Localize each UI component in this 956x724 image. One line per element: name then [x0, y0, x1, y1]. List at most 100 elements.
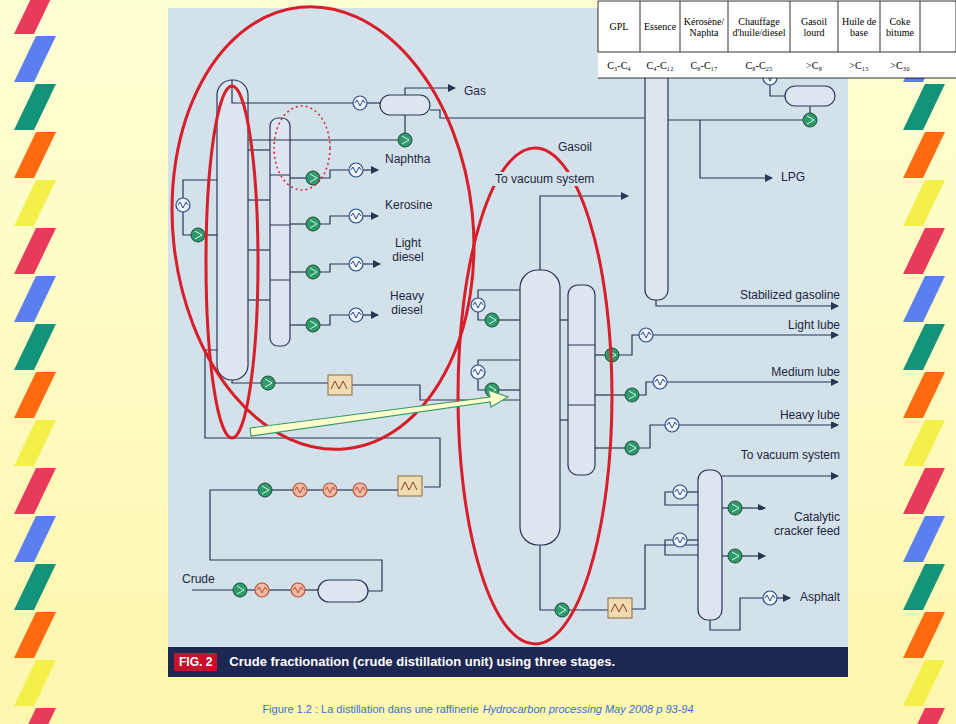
figure-caption: Figure 1.2 : La distillation dans une ra… — [262, 703, 478, 715]
pump-mark — [629, 444, 636, 452]
pump-mark — [310, 268, 317, 276]
pipe — [248, 199, 270, 200]
stripe — [14, 612, 56, 658]
product-arrow — [363, 215, 378, 216]
furnace-symbol — [398, 476, 422, 496]
pipe — [232, 80, 353, 103]
stream-label: Medium lube — [769, 365, 842, 379]
table-rule — [598, 78, 956, 79]
stripe — [903, 564, 945, 610]
product-arrow — [742, 555, 765, 556]
heat-exchanger-symbol — [293, 483, 307, 497]
pipe — [248, 139, 398, 140]
pipe — [687, 491, 698, 492]
heat-exchanger-symbol — [353, 96, 367, 110]
pump-mark — [262, 486, 269, 494]
exchanger-mark — [351, 261, 361, 267]
heat-exchanger-symbol — [176, 198, 190, 212]
stripe-decoration — [14, 0, 945, 724]
pump-mark — [310, 220, 317, 228]
pipe — [595, 394, 625, 395]
stripe — [903, 228, 945, 274]
stream-label: Naphtha — [383, 152, 432, 166]
pump-symbol — [555, 603, 569, 617]
table-grid — [598, 1, 956, 78]
exchanger-mark — [667, 422, 677, 428]
pump-mark — [559, 606, 566, 614]
stripe — [903, 516, 945, 562]
pipes — [183, 48, 838, 630]
furnace-symbol — [608, 598, 632, 618]
pump-mark — [629, 391, 636, 399]
stripe — [14, 228, 56, 274]
pump-mark — [732, 552, 739, 560]
pipe — [290, 324, 306, 325]
product-arrow — [363, 314, 378, 315]
table-header-cell: Essence — [640, 2, 680, 51]
pipe — [478, 312, 485, 320]
stripe — [14, 660, 56, 706]
pump-symbol — [191, 228, 205, 242]
table-cell: C₈-C₁₇ — [680, 53, 728, 77]
exchanger-mark — [675, 489, 685, 495]
figure-number: FIG. 2 — [179, 655, 212, 669]
stripe — [14, 276, 56, 322]
table-rule — [838, 1, 839, 52]
pump-mark — [195, 231, 202, 239]
stream-label: Stabilized gasoline — [738, 288, 842, 302]
stream-label: Kerosine — [383, 198, 434, 212]
exchanger-mark — [293, 587, 303, 593]
pipe — [290, 177, 306, 178]
pipe — [478, 290, 520, 298]
stripe — [14, 180, 56, 226]
table-rule — [680, 1, 681, 52]
pipe — [560, 419, 568, 420]
product-arrow — [700, 120, 772, 178]
pump-symbol — [803, 113, 817, 127]
pipe — [320, 216, 349, 224]
stripe — [903, 324, 945, 370]
table-header-cell: GPL — [598, 2, 640, 51]
table-header-cell: Chauffage d'huile/diesel — [728, 2, 790, 51]
pipe — [687, 539, 698, 540]
pipe — [183, 212, 191, 235]
table-header-cell: Kérosène/ Naphta — [680, 2, 728, 51]
heat-exchanger-symbol — [471, 298, 485, 312]
vessels — [217, 62, 835, 620]
exchanger-mark — [295, 487, 305, 493]
exchanger-mark — [473, 369, 483, 375]
stream-label: LPG — [779, 170, 807, 184]
stripe — [903, 660, 945, 706]
exchanger-mark — [351, 312, 361, 318]
pipe — [367, 102, 380, 103]
table-rule — [920, 1, 921, 52]
product-arrow — [742, 507, 765, 508]
pump-symbol — [485, 313, 499, 327]
stripe — [903, 180, 945, 226]
heat-exchanger-symbol — [349, 163, 363, 177]
table-header-cell: Coke bitume — [880, 2, 920, 51]
stripe — [14, 420, 56, 466]
highlight-ellipses — [151, 0, 612, 644]
stream-label: Heavy lube — [778, 408, 842, 422]
heat-exchanger-symbol — [349, 257, 363, 271]
table-cell: >C₃₀ — [880, 53, 920, 77]
exchanger-mark — [675, 537, 685, 543]
table-rule — [598, 1, 956, 2]
pipe — [478, 379, 485, 390]
stream-label: Gasoil — [556, 140, 594, 154]
pipe — [499, 319, 520, 320]
table-cell: C₈-C₂₅ — [728, 53, 790, 77]
exchanger-mark — [655, 379, 665, 385]
pipe — [710, 598, 763, 630]
pump-mark — [402, 136, 409, 144]
pump-symbol — [261, 376, 275, 390]
stream-label: To vacuum system — [739, 448, 842, 462]
pump-mark — [265, 379, 272, 387]
pipe — [367, 489, 398, 490]
table-rule — [880, 1, 881, 52]
heat-exchanger-symbol — [255, 583, 269, 597]
stripe — [903, 132, 945, 178]
stripe — [14, 132, 56, 178]
